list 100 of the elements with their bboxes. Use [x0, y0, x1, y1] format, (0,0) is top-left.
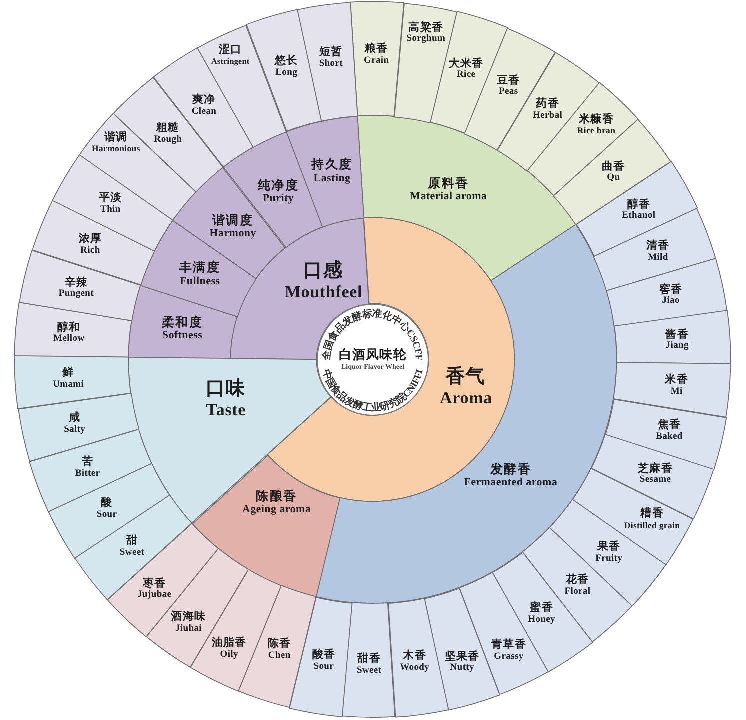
segment-label: 豆香: [496, 75, 520, 88]
outer-wheel-segment: [526, 82, 639, 197]
segment-label-english: Lasting: [314, 172, 351, 185]
segment-label: 醇香: [627, 198, 651, 211]
segment-label-english: Clean: [192, 106, 217, 118]
segment-label: 木香: [403, 650, 426, 663]
segment-label-english: Thin: [100, 205, 121, 216]
segment-label-english: Salty: [64, 425, 86, 436]
segment-label-english: Distilled grain: [624, 520, 680, 531]
segment-label-english: Fermaented aroma: [464, 476, 558, 490]
segment-label-english: Harmonious: [92, 144, 140, 154]
segment-label: 酸香: [312, 649, 336, 662]
segment-label: 香气: [446, 366, 486, 388]
segment-label: 平淡: [99, 192, 122, 205]
outer-wheel-segment: [590, 434, 714, 520]
segment-label: 蜜香: [530, 602, 554, 615]
segment-label-english: Oily: [220, 650, 238, 662]
segment-label: 酸: [101, 498, 113, 510]
segment-label-english: Rough: [154, 134, 182, 146]
segment-label: 柔和度: [162, 315, 204, 330]
segment-label: 醇和: [57, 322, 81, 334]
segment-label: 甜香: [358, 653, 381, 666]
segment-label-english: Floral: [564, 586, 591, 598]
segment-label-english: Honey: [528, 614, 556, 626]
segment-label-english: Mi: [670, 387, 683, 398]
segment-label-english: Mellow: [54, 334, 85, 346]
segment-label-english: Rich: [80, 246, 100, 257]
outer-wheel-segment: [341, 602, 396, 719]
segment-label: 陈香: [268, 638, 292, 651]
segment-label: 酒海味: [171, 612, 206, 624]
segment-label: 谐调度: [212, 214, 254, 228]
segment-label: 青草香: [492, 640, 526, 652]
segment-label-english: Astringent: [211, 56, 250, 66]
segment-label: 纯净度: [258, 178, 300, 193]
segment-label: 原料香: [428, 176, 470, 191]
segment-label-english: Sorghum: [406, 34, 446, 46]
segment-label-english: Ageing aroma: [242, 503, 312, 516]
segment-label-english: Sesame: [640, 476, 672, 487]
segment-label-english: Sweet: [120, 548, 145, 560]
outer-wheel-segment: [492, 552, 594, 673]
outer-wheel-segment: [288, 596, 352, 718]
segment-label: 大米香: [448, 58, 484, 70]
outer-wheel-segment: [614, 310, 732, 365]
segment-label-english: Woody: [400, 662, 430, 674]
segment-label: 枣香: [142, 578, 166, 590]
segment-label: 粗糙: [156, 122, 180, 135]
segment-label: 油脂香: [212, 638, 247, 650]
segment-label: 咸: [69, 412, 81, 425]
segment-label: 芝麻香: [638, 463, 674, 476]
segment-label-english: Mild: [648, 252, 668, 264]
segment-label: 药香: [536, 98, 560, 111]
segment-label: 米糠香: [579, 113, 614, 126]
segment-label: 浓厚: [78, 233, 102, 246]
segment-label-english: Sour: [314, 662, 334, 673]
segment-label: 焦香: [658, 420, 682, 432]
segment-label-english: Short: [319, 58, 343, 70]
outer-wheel-segment: [74, 494, 193, 601]
segment-label: 爽净: [192, 94, 216, 107]
segment-label-english: Pungent: [58, 289, 94, 300]
segment-label: 甜: [126, 536, 138, 548]
segment-label: 丰满度: [179, 260, 221, 276]
segment-label: 短暂: [319, 46, 343, 59]
segment-label-english: Ethanol: [622, 212, 656, 222]
segment-label-english: Jujubae: [138, 590, 172, 602]
outer-wheel-segment: [52, 154, 174, 252]
segment-label: 高粱香: [408, 22, 444, 34]
segment-label-english: Chen: [268, 651, 291, 662]
segment-label: 辛辣: [64, 276, 88, 290]
segment-label-english: Rice bran: [577, 126, 616, 136]
segment-label-english: Jiuhai: [175, 624, 202, 636]
segment-label-english: Softness: [162, 330, 203, 342]
segment-label: 发酵香: [490, 462, 532, 477]
segment-label: 持久度: [312, 158, 353, 172]
segment-label-english: Umami: [53, 380, 84, 391]
outer-wheel-segment: [14, 355, 132, 410]
outer-wheel-segment: [613, 362, 732, 418]
segment-label-english: Harmony: [210, 228, 256, 241]
segment-label-english: Jiang: [666, 342, 689, 353]
outer-wheel-segment: [14, 302, 133, 358]
segment-label: 坚果香: [444, 650, 480, 664]
segment-label-english: Sweet: [357, 666, 382, 677]
segment-label-english: Fullness: [180, 275, 220, 288]
segment-label-english: Aroma: [440, 388, 492, 408]
outer-wheel-segment: [79, 112, 197, 221]
outer-wheel-segment: [296, 2, 358, 122]
segment-label-english: Material aroma: [410, 190, 488, 204]
segment-label-english: Nutty: [450, 663, 474, 674]
segment-label-english: Baked: [656, 432, 683, 444]
segment-label-english: Grain: [364, 56, 390, 67]
segment-label: 糟香: [640, 508, 664, 521]
segment-label-english: Qu: [607, 174, 620, 184]
segment-label-english: Herbal: [532, 110, 563, 122]
middle-wheel-segment: [192, 454, 340, 598]
segment-label: 口味: [206, 378, 246, 400]
segment-label-english: Jiao: [662, 296, 680, 308]
segment-label: 悠长: [274, 56, 298, 68]
segment-label: 口感: [304, 260, 344, 282]
segment-label: 鲜: [62, 367, 74, 380]
segment-label-english: Rice: [457, 70, 476, 82]
segment-label-english: Peas: [498, 88, 518, 99]
